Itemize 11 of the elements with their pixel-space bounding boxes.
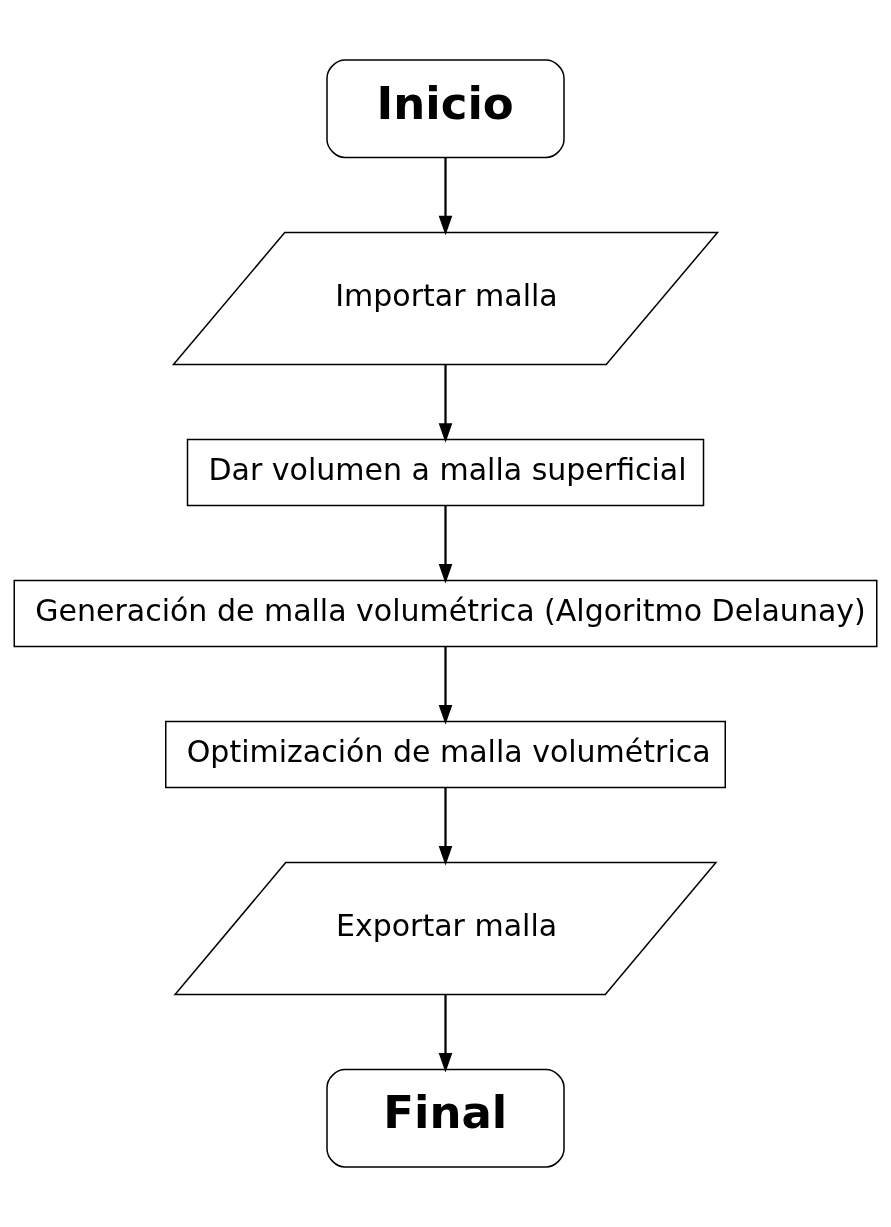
arrow <box>438 994 453 1073</box>
arrow <box>438 506 453 584</box>
arrow <box>438 787 453 866</box>
node-box: Generación de malla volumétrica (Algoritmo Delaunay) <box>13 579 878 648</box>
arrow <box>438 157 453 236</box>
arrow <box>438 364 453 443</box>
node-box: Dar volumen a malla superficial <box>186 438 705 507</box>
node-box: Final <box>326 1068 565 1168</box>
arrow <box>438 647 453 725</box>
node-box: Optimización de malla volumétrica <box>165 720 726 789</box>
node-box: Inicio <box>326 59 565 159</box>
